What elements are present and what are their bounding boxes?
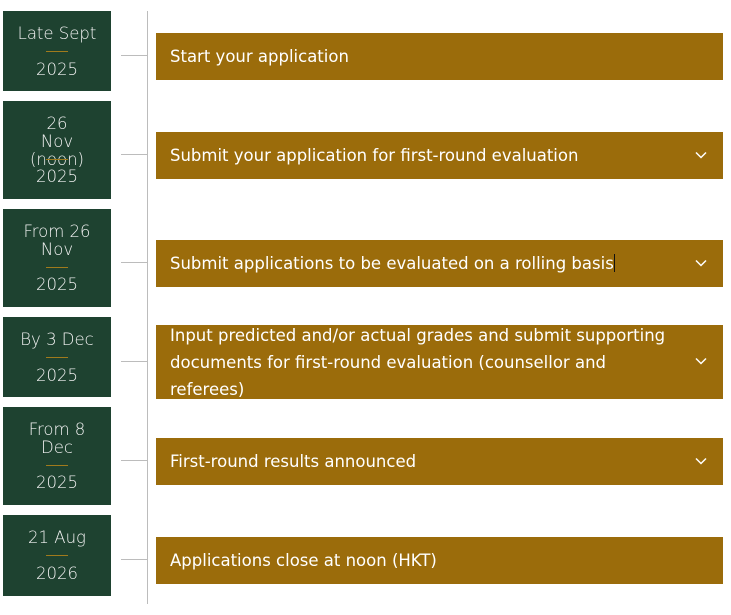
step-start-application[interactable]: Start your application	[156, 33, 723, 80]
date-badge: From 26 Nov 2025	[3, 209, 111, 307]
timeline-connector	[121, 559, 147, 560]
step-predicted-grades[interactable]: Input predicted and/or actual grades and…	[156, 325, 723, 399]
date-badge: By 3 Dec 2025	[3, 317, 111, 397]
chevron-down-icon[interactable]	[695, 457, 707, 465]
date-year: 2025	[36, 167, 78, 186]
step-label: First-round results announced	[170, 452, 417, 471]
date-year: 2025	[36, 366, 78, 385]
step-first-round-results[interactable]: First-round results announced	[156, 438, 723, 485]
timeline-connector	[121, 55, 147, 56]
step-label: Input predicted and/or actual grades and…	[170, 325, 666, 399]
date-badge: From 8 Dec 2025	[3, 407, 111, 505]
date-separator	[46, 51, 68, 52]
chevron-down-icon[interactable]	[695, 151, 707, 159]
step-label: Applications close at noon (HKT)	[170, 551, 437, 570]
step-label-text: Submit applications to be evaluated on a…	[170, 254, 614, 273]
date-label: 21 Aug	[28, 528, 86, 547]
date-label: Late Sept	[17, 24, 97, 43]
step-label: Start your application	[170, 47, 349, 66]
chevron-down-icon[interactable]	[695, 357, 707, 365]
text-cursor	[613, 254, 615, 272]
timeline-vertical-line	[147, 11, 148, 604]
date-separator	[46, 357, 68, 358]
date-year: 2026	[36, 564, 78, 583]
timeline-connector	[121, 154, 147, 155]
date-label: 26 Nov (noon)	[30, 114, 84, 169]
date-separator	[46, 555, 68, 556]
date-year: 2025	[36, 60, 78, 79]
date-year: 2025	[36, 275, 78, 294]
chevron-down-icon[interactable]	[695, 259, 707, 267]
date-label: From 26 Nov	[23, 222, 91, 259]
step-applications-close[interactable]: Applications close at noon (HKT)	[156, 537, 723, 584]
timeline-connector	[121, 460, 147, 461]
step-label: Submit applications to be evaluated on a…	[170, 250, 615, 277]
step-rolling-basis[interactable]: Submit applications to be evaluated on a…	[156, 240, 723, 287]
timeline-connector	[121, 361, 147, 362]
date-separator	[46, 267, 68, 268]
date-label: By 3 Dec	[20, 330, 94, 349]
step-label: Submit your application for first-round …	[170, 146, 579, 165]
date-separator	[46, 159, 68, 160]
date-label: From 8 Dec	[28, 420, 86, 457]
date-separator	[46, 465, 68, 466]
timeline-connector	[121, 262, 147, 263]
date-badge: 21 Aug 2026	[3, 515, 111, 596]
date-year: 2025	[36, 473, 78, 492]
step-first-round-submission[interactable]: Submit your application for first-round …	[156, 132, 723, 179]
date-badge: Late Sept 2025	[3, 11, 111, 91]
date-badge: 26 Nov (noon) 2025	[3, 101, 111, 199]
